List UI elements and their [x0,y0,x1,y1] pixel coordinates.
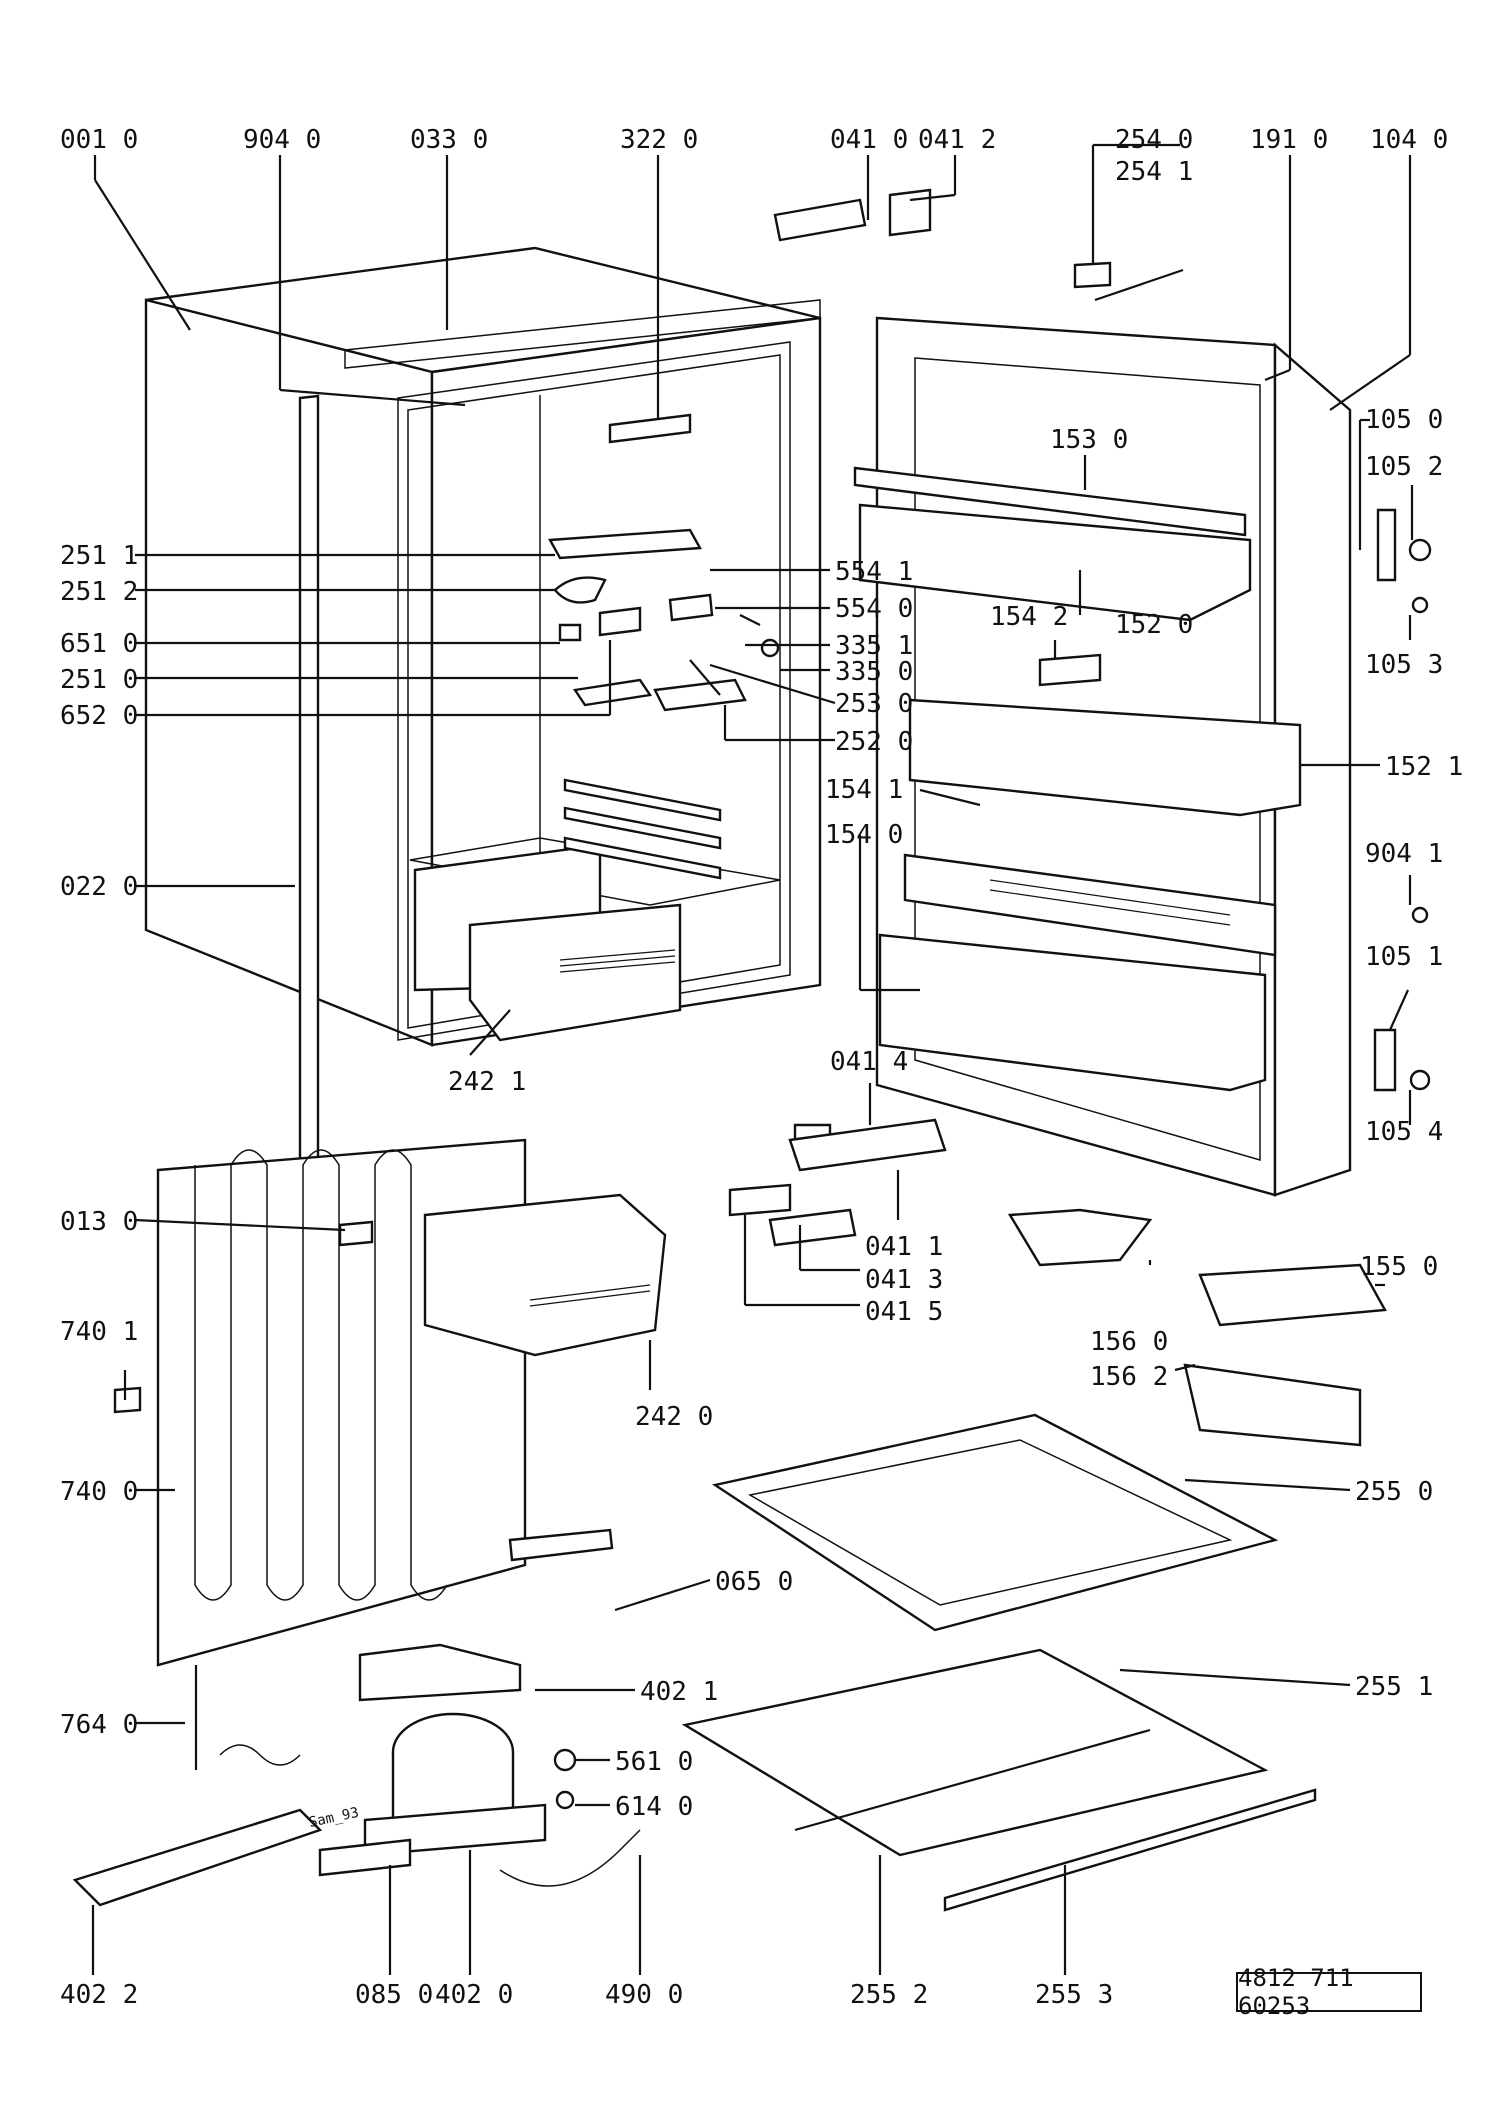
label-156-0: 156 0 [1090,1327,1168,1357]
label-402-0: 402 0 [435,1980,513,2010]
label-904-1: 904 1 [1365,839,1443,869]
label-022-0: 022 0 [60,872,138,902]
label-254-1: 254 1 [1115,157,1193,187]
label-065-0: 065 0 [715,1567,793,1597]
label-740-1: 740 1 [60,1317,138,1347]
label-402-2: 402 2 [60,1980,138,2010]
label-335-0: 335 0 [835,657,913,687]
label-764-0: 764 0 [60,1710,138,1740]
label-154-2: 154 2 [990,602,1068,632]
label-041-4: 041 4 [830,1047,908,1077]
label-254-0: 254 0 [1115,125,1193,155]
label-651-0: 651 0 [60,629,138,659]
label-041-1: 041 1 [865,1232,943,1262]
label-255-3: 255 3 [1035,1980,1113,2010]
label-033-0: 033 0 [410,125,488,155]
label-490-0: 490 0 [605,1980,683,2010]
stamp-text: Sam_93 [308,1805,361,1831]
label-251-1: 251 1 [60,541,138,571]
label-255-0: 255 0 [1355,1477,1433,1507]
label-554-0: 554 0 [835,594,913,624]
label-255-1: 255 1 [1355,1672,1433,1702]
label-105-3: 105 3 [1365,650,1443,680]
label-652-0: 652 0 [60,701,138,731]
label-041-2: 041 2 [918,125,996,155]
label-402-1: 402 1 [640,1677,718,1707]
lower-parts [72,1118,1387,1912]
label-001-0: 001 0 [60,125,138,155]
label-104-0: 104 0 [1370,125,1448,155]
label-041-0: 041 0 [830,125,908,155]
label-255-2: 255 2 [850,1980,928,2010]
label-155-0: 155 0 [1360,1252,1438,1282]
label-154-1: 154 1 [825,775,903,805]
label-105-4: 105 4 [1365,1117,1443,1147]
label-041-3: 041 3 [865,1265,943,1295]
label-335-1: 335 1 [835,631,913,661]
label-242-0: 242 0 [635,1402,713,1432]
label-013-0: 013 0 [60,1207,138,1237]
label-242-1: 242 1 [448,1067,526,1097]
part-labels: 001 0 904 0 033 0 322 0 041 0 041 2 254 … [60,125,1463,2010]
label-740-0: 740 0 [60,1477,138,1507]
leader-lines [91,143,1414,1975]
label-252-0: 252 0 [835,727,913,757]
label-561-0: 561 0 [615,1747,693,1777]
door [773,188,1432,1197]
label-904-0: 904 0 [243,125,321,155]
label-614-0: 614 0 [615,1792,693,1822]
label-085-0: 085 0 [355,1980,433,2010]
label-154-0: 154 0 [825,820,903,850]
label-554-1: 554 1 [835,557,913,587]
label-105-2: 105 2 [1365,452,1443,482]
document-code: 4812 711 60253 [1236,1964,1422,2020]
label-253-0: 253 0 [835,689,913,719]
label-191-0: 191 0 [1250,125,1328,155]
label-153-0: 153 0 [1050,425,1128,455]
label-041-5: 041 5 [865,1297,943,1327]
label-152-1: 152 1 [1385,752,1463,782]
cabinet [144,246,822,1194]
label-251-2: 251 2 [60,577,138,607]
label-105-1: 105 1 [1365,942,1443,972]
label-251-0: 251 0 [60,665,138,695]
label-105-0: 105 0 [1365,405,1443,435]
label-156-2: 156 2 [1090,1362,1168,1392]
label-322-0: 322 0 [620,125,698,155]
label-152-0: 152 0 [1115,610,1193,640]
